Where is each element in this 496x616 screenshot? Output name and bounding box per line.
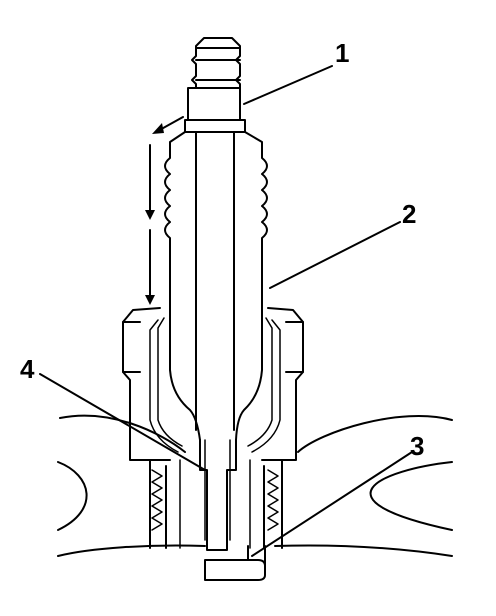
terminal-stud	[184, 87, 246, 133]
insulator	[164, 131, 268, 441]
callout-2: 2	[402, 199, 416, 229]
terminal-nut	[191, 37, 241, 89]
ground-electrode	[204, 545, 266, 581]
callout-4: 4	[20, 354, 35, 384]
dimension-arrows	[145, 116, 184, 305]
cylinder-head	[57, 414, 453, 557]
metal-shell	[122, 307, 304, 461]
leader-lines	[39, 65, 413, 557]
center-electrode	[199, 439, 237, 551]
callout-1: 1	[335, 38, 349, 68]
callout-3: 3	[410, 431, 424, 461]
threads	[149, 459, 283, 549]
